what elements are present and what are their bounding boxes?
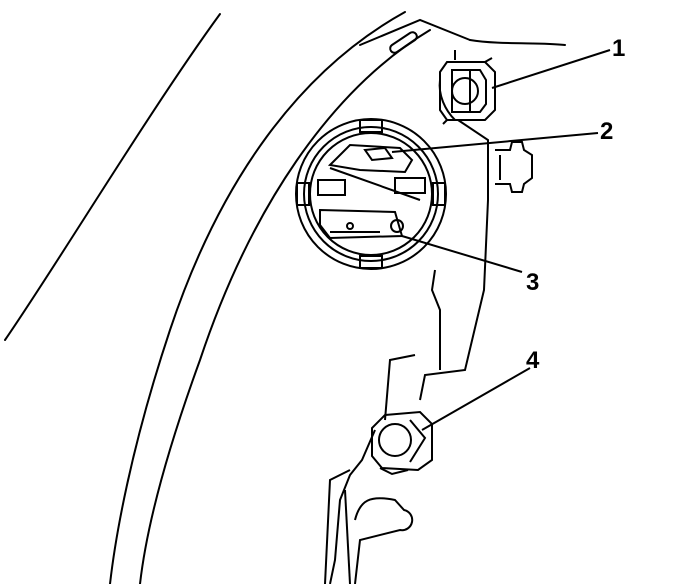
lower-panel — [324, 429, 414, 584]
body-panel-outline — [4, 11, 566, 584]
leader-line-3 — [401, 235, 523, 273]
leader-lines — [391, 49, 611, 431]
lamp-bracket — [384, 50, 533, 421]
callout-4: 4 — [526, 347, 540, 374]
leader-line-2 — [391, 132, 599, 153]
callout-2: 2 — [600, 118, 613, 145]
clip-upper — [439, 57, 496, 125]
leader-line-4 — [421, 367, 531, 431]
clip-lower — [371, 410, 433, 476]
lamp-socket — [295, 118, 447, 270]
leader-line-1 — [491, 49, 611, 89]
panel-slot — [389, 31, 418, 54]
callout-1: 1 — [612, 35, 625, 62]
callout-3: 3 — [526, 269, 539, 296]
